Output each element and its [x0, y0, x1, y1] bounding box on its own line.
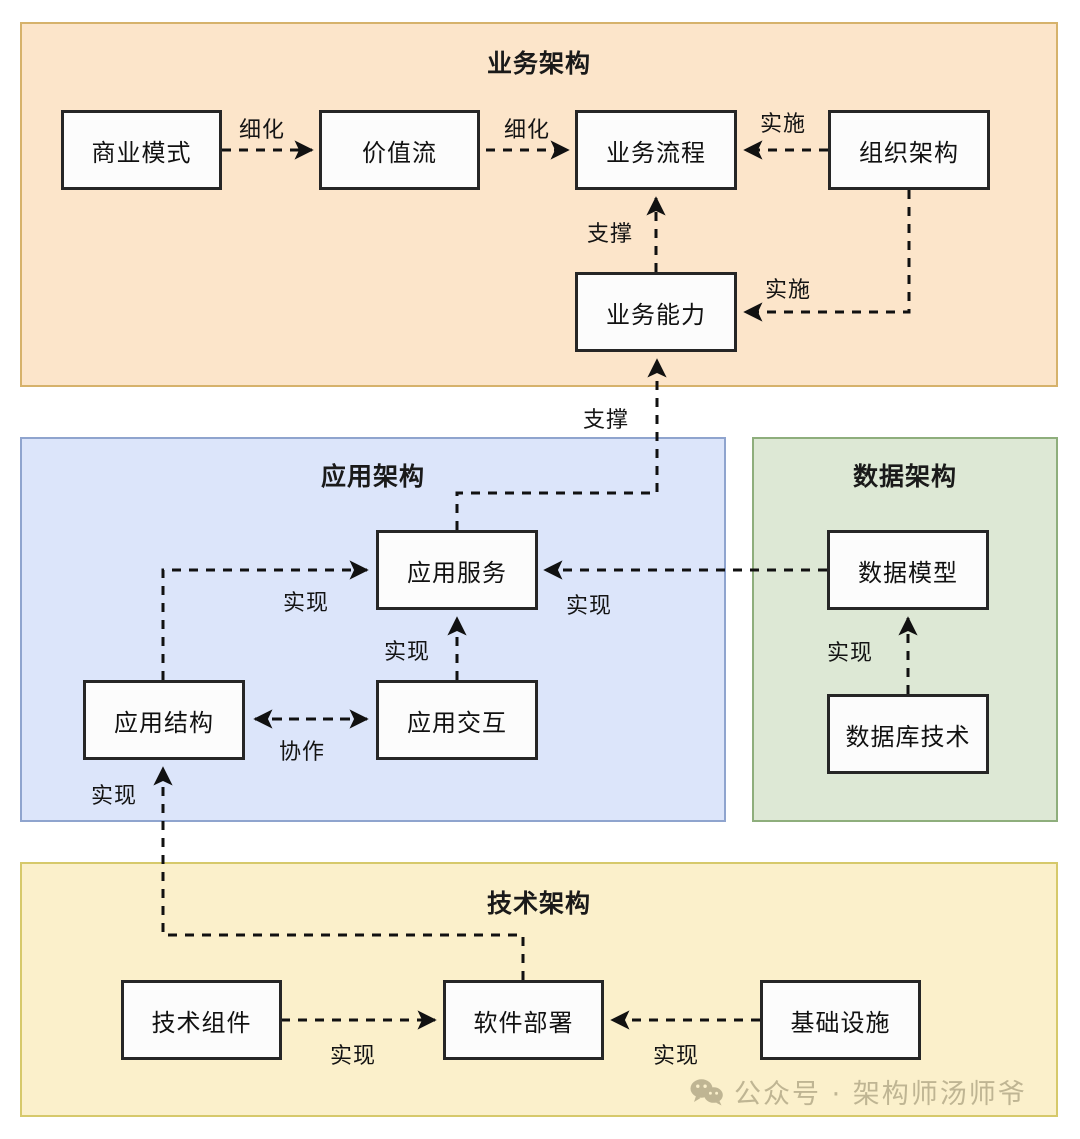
node-business-process[interactable]: 业务流程 [575, 110, 737, 190]
wechat-icon [690, 1078, 724, 1106]
panel-title-application: 应用架构 [320, 462, 425, 491]
edge-label-implement-5: 实现 [566, 594, 613, 619]
edge-label-refine-1: 细化 [239, 118, 286, 143]
edge-label-implement-4: 实现 [384, 640, 431, 665]
node-software-deploy[interactable]: 软件部署 [443, 980, 604, 1060]
node-business-capability[interactable]: 业务能力 [575, 272, 737, 352]
edge-label-implement-6: 实现 [827, 641, 874, 666]
panel-application-architecture: 应用架构 [20, 437, 726, 822]
panel-title-business: 业务架构 [486, 49, 591, 78]
node-org-structure[interactable]: 组织架构 [828, 110, 990, 190]
edge-label-implement-8: 实现 [330, 1044, 377, 1069]
node-business-model[interactable]: 商业模式 [61, 110, 222, 190]
edge-label-implement-2: 实施 [765, 278, 812, 303]
node-database-tech[interactable]: 数据库技术 [827, 694, 989, 774]
edge-label-support-1: 支撑 [587, 222, 634, 247]
node-value-stream[interactable]: 价值流 [319, 110, 480, 190]
edge-label-refine-2: 细化 [504, 118, 551, 143]
edge-label-implement-3: 实现 [283, 591, 330, 616]
node-infrastructure[interactable]: 基础设施 [760, 980, 921, 1060]
edge-label-support-2: 支撑 [583, 408, 630, 433]
node-app-interaction[interactable]: 应用交互 [376, 680, 538, 760]
panel-business-architecture: 业务架构 [20, 22, 1058, 387]
edge-label-implement-9: 实现 [653, 1044, 700, 1069]
edge-label-collaborate: 协作 [279, 740, 326, 765]
edge-label-implement-7: 实现 [91, 784, 138, 809]
node-app-structure[interactable]: 应用结构 [83, 680, 245, 760]
panel-title-data: 数据架构 [852, 462, 957, 491]
watermark: 公众号 · 架构师汤师爷 [690, 1072, 1027, 1111]
node-data-model[interactable]: 数据模型 [827, 530, 989, 610]
node-app-service[interactable]: 应用服务 [376, 530, 538, 610]
edge-label-implement-1: 实施 [760, 112, 807, 137]
node-tech-component[interactable]: 技术组件 [121, 980, 282, 1060]
watermark-text: 公众号 · 架构师汤师爷 [734, 1079, 1027, 1110]
panel-title-technology: 技术架构 [486, 889, 591, 918]
